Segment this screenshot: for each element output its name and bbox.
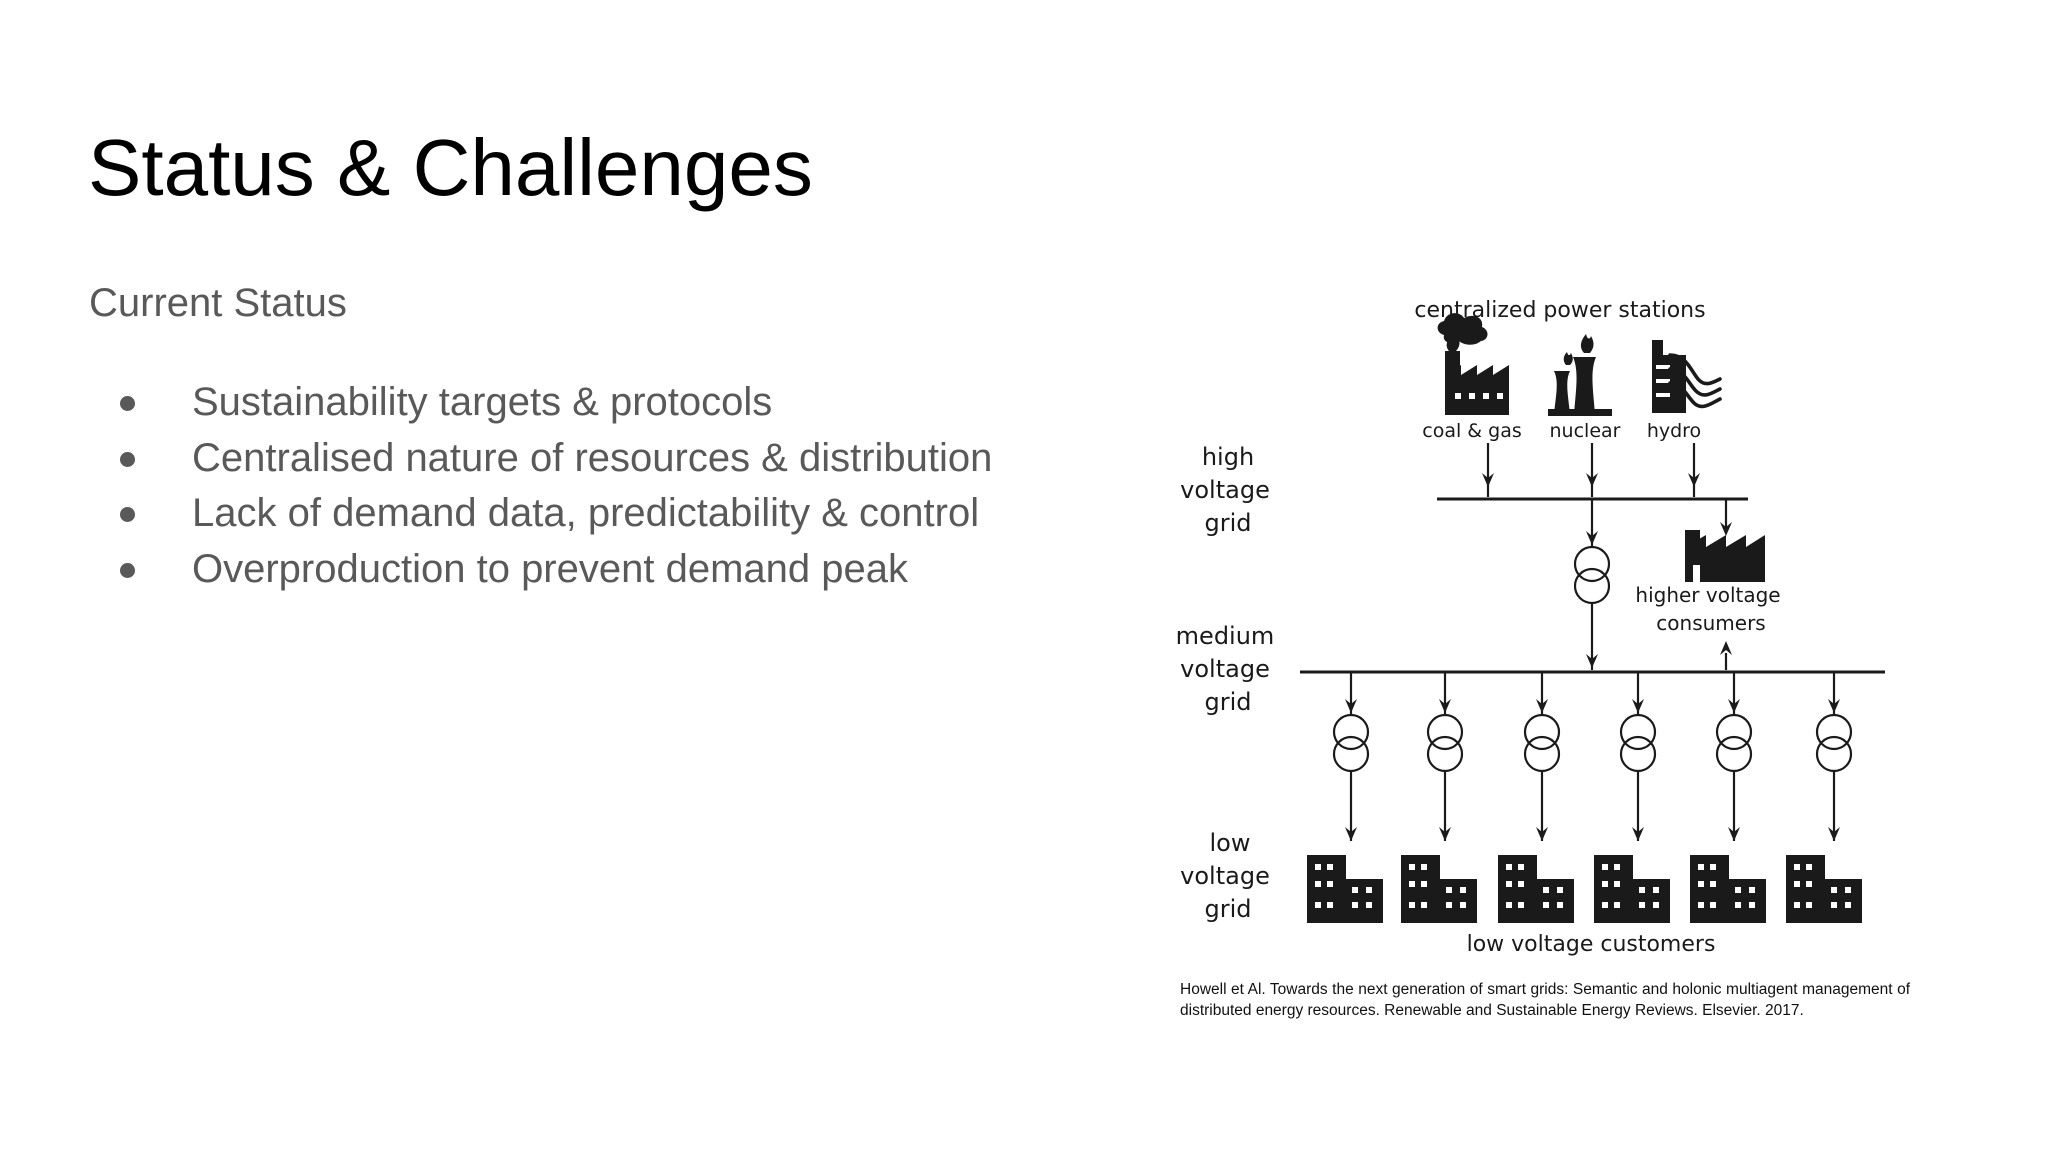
coal-gas-plant-icon [1437,313,1509,415]
station-label-coal-gas: coal & gas [1422,420,1522,442]
grid-label-high-3: grid [1204,509,1251,537]
transformer-icon [1815,713,1853,773]
power-grid-diagram: centralized power stations [1160,285,1920,985]
grid-label-medium-2: voltage [1180,655,1270,683]
station-label-hydro: hydro [1647,420,1701,442]
grid-label-low-1: low [1210,829,1251,857]
station-feed-lines [1486,443,1696,497]
building-icon [1498,855,1574,923]
grid-label-high-1: high [1202,443,1254,471]
transformer-icon [1619,713,1657,773]
citation: Howell et Al. Towards the next generatio… [1180,981,1910,1019]
higher-voltage-consumers-1: higher voltage [1635,583,1780,607]
bullet-dot-icon [120,562,135,578]
bullet-dot-icon [120,396,135,411]
building-icon [1401,855,1477,923]
higher-voltage-consumers-2: consumers [1656,611,1765,635]
grid-label-medium-3: grid [1204,688,1251,716]
transformer-icon [1573,545,1611,605]
grid-label-low-3: grid [1204,895,1251,923]
transformer-icon [1426,713,1464,773]
distribution-branches [1349,672,1836,841]
factory-icon [1685,530,1765,582]
transformer-icon [1523,713,1561,773]
grid-label-medium-1: medium [1176,622,1275,650]
station-label-nuclear: nuclear [1550,420,1621,442]
building-icon [1786,855,1862,923]
slide-subtitle: Current Status [89,281,347,325]
hydro-plant-icon [1652,340,1722,413]
bullet-text: Centralised nature of resources & distri… [192,435,993,480]
grid-label-high-2: voltage [1180,476,1270,504]
grid-label-low-2: voltage [1180,862,1270,890]
low-voltage-customers-label: low voltage customers [1467,932,1716,957]
building-icon [1594,855,1670,923]
bullet-dot-icon [120,451,135,467]
transformer-icon [1715,713,1753,773]
building-icon [1307,855,1383,923]
transformer-icon [1332,713,1370,773]
nuclear-plant-icon [1548,334,1612,416]
bullet-text: Overproduction to prevent demand peak [192,546,908,591]
bullet-text: Sustainability targets & protocols [192,380,773,424]
slide-title: Status & Challenges [88,123,813,212]
bullet-text: Lack of demand data, predictability & co… [192,491,980,535]
bullet-dot-icon [120,507,135,522]
building-icon [1690,855,1766,923]
